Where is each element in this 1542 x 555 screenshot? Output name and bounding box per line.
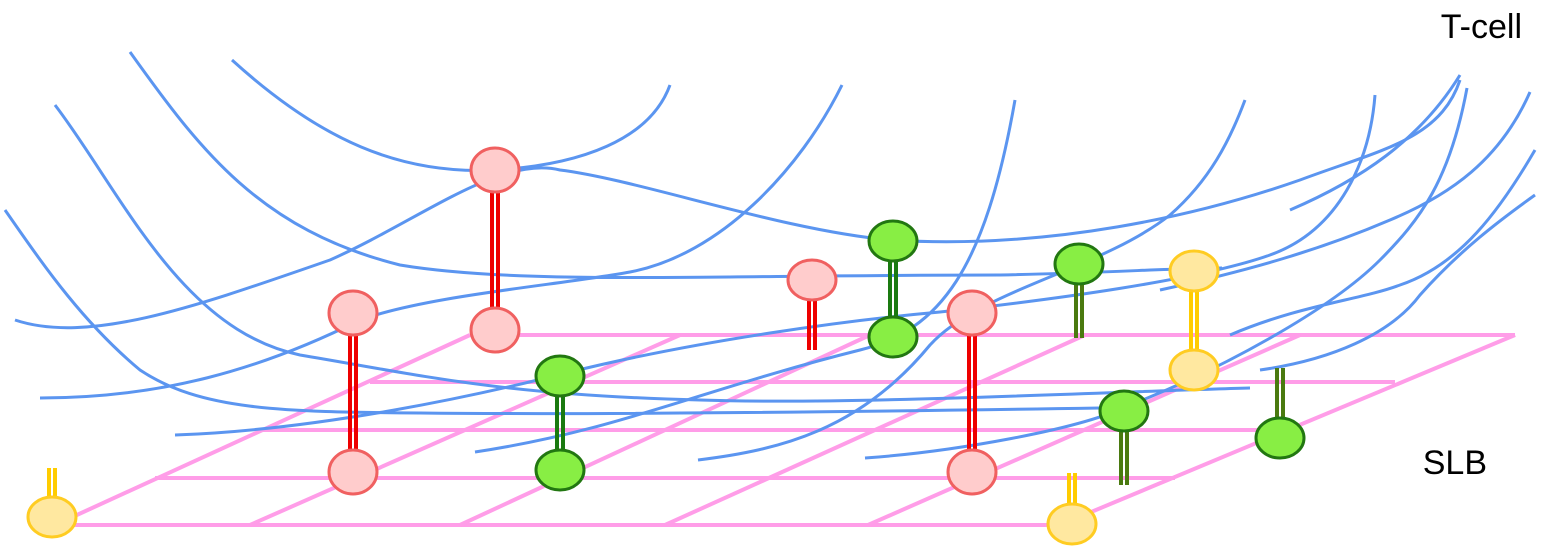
membrane-curve: [864, 87, 1469, 460]
membrane-curve: [474, 99, 1017, 454]
red-ligand-top: [946, 289, 998, 337]
red-ligand-top: [469, 146, 521, 194]
molecule-layer: [26, 146, 1306, 546]
slb-label: SLB: [1422, 444, 1487, 482]
membrane-curve: [14, 79, 1462, 330]
yellow-free-molecule: [1046, 502, 1098, 546]
green-ligand-top: [867, 219, 919, 263]
membrane-curve: [1229, 149, 1537, 337]
green-ligand-bottom: [534, 448, 586, 492]
membrane-curve: [1259, 193, 1536, 372]
membrane-curve: [230, 58, 672, 172]
membrane-curve: [128, 51, 1223, 279]
grid-line: [867, 333, 1301, 527]
green-ligand-bottom: [867, 315, 919, 359]
membrane-curve: [1159, 91, 1532, 292]
yellow-free-molecule: [26, 495, 78, 539]
green-ligand-top: [534, 354, 586, 398]
membrane-curve: [1289, 74, 1462, 212]
yellow-ligand-top: [1168, 249, 1220, 293]
green-free-molecule: [1254, 416, 1306, 460]
red-free-molecule: [786, 258, 838, 302]
grid-line: [664, 333, 1086, 527]
green-free-molecule: [1098, 389, 1150, 433]
tcell-label: T-cell: [1440, 8, 1522, 46]
green-free-molecule: [1053, 242, 1105, 286]
membrane-curve: [174, 94, 1377, 437]
tcell-membrane: [3, 51, 1537, 462]
grid-line: [249, 333, 681, 527]
red-ligand-bottom: [327, 448, 379, 496]
red-ligand-top: [327, 289, 379, 337]
membrane-curve: [39, 84, 844, 400]
red-ligand-bottom: [469, 306, 521, 354]
yellow-ligand-bottom: [1168, 348, 1220, 392]
red-ligand-bottom: [946, 448, 998, 496]
membrane-curve: [697, 99, 1247, 462]
